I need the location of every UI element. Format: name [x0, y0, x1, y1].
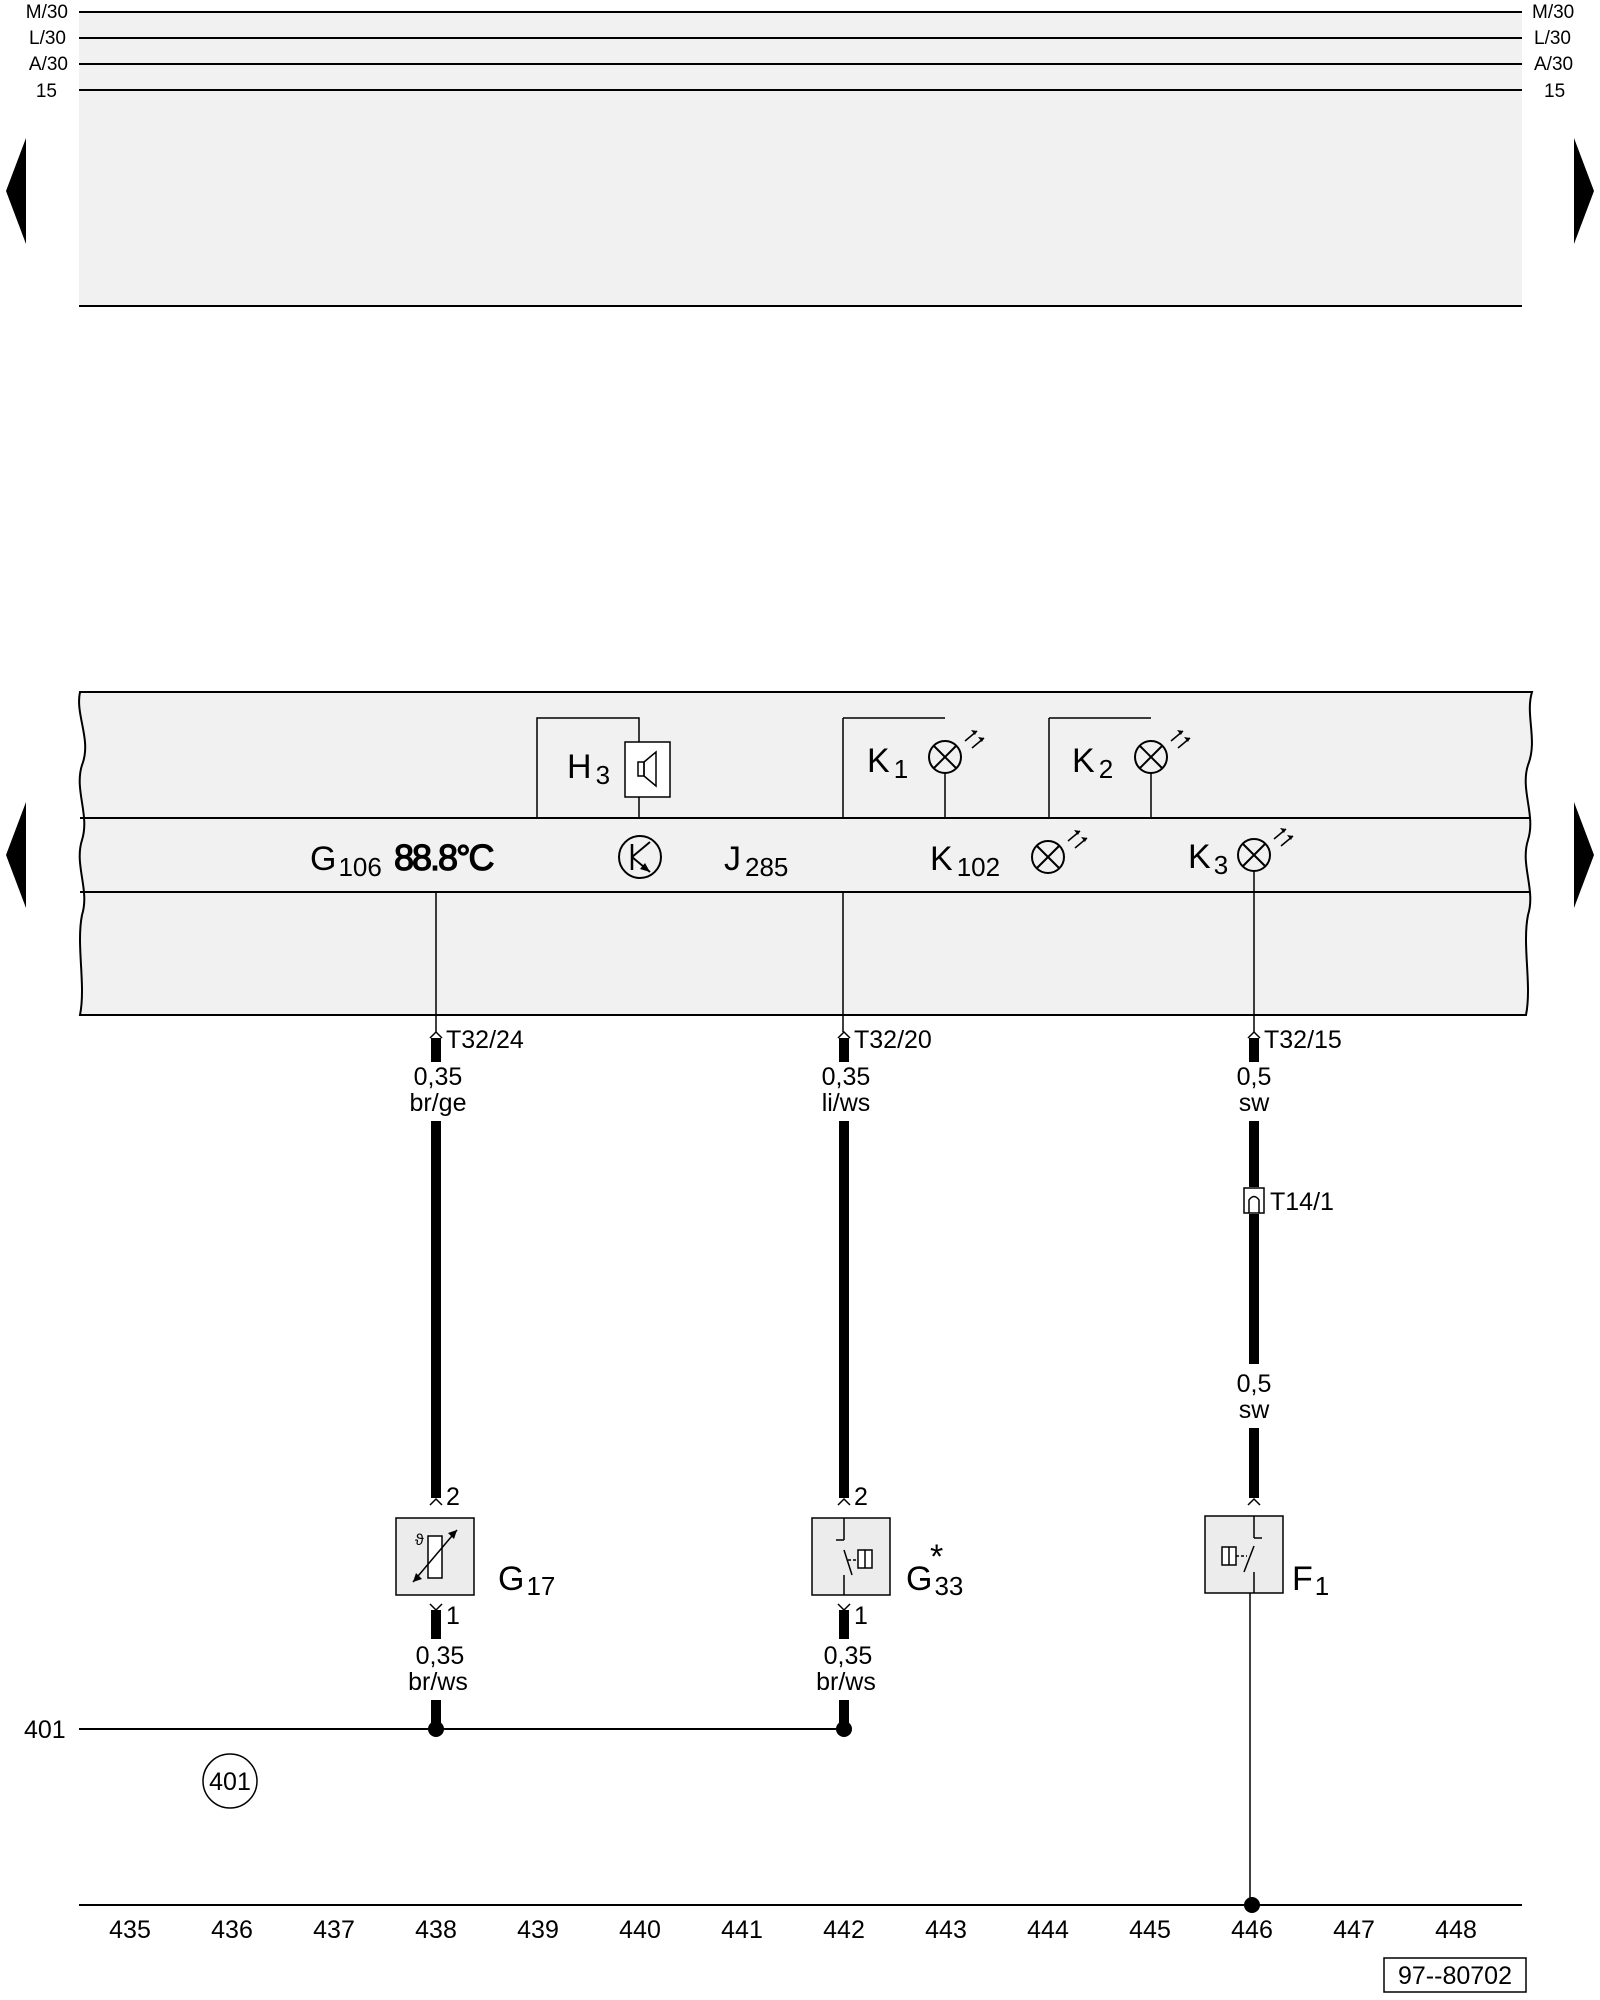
wire-color-442: li/ws [822, 1089, 871, 1117]
column-number: 437 [313, 1916, 355, 1944]
h3-box [624, 741, 671, 798]
figure-id: 97--80702 [1398, 1962, 1512, 1990]
wire-color-438-lower: br/ws [408, 1668, 468, 1696]
wire-438: T32/24 0,35 br/ge 2 [410, 1026, 524, 1511]
wire-size-442: 0,35 [822, 1063, 871, 1091]
wire-442: T32/20 0,35 li/ws 2 [822, 1026, 932, 1511]
page-prev-arrow-mid[interactable] [6, 802, 26, 908]
ground-point-circle [202, 1753, 258, 1809]
connector-icon [1243, 1187, 1265, 1214]
g33-label: G33 [906, 1560, 963, 1601]
column-number: 441 [721, 1916, 763, 1944]
g33-pin-2: 2 [854, 1483, 868, 1511]
level-switch-icon [836, 1518, 873, 1595]
terminal-label-t32-15: T32/15 [1264, 1026, 1342, 1054]
terminal-label-t32-24: T32/24 [446, 1026, 524, 1054]
terminal-label-t32-20: T32/20 [854, 1026, 932, 1054]
lamp-icon [1134, 730, 1191, 774]
rail-label-right-a30: A/30 [1534, 54, 1573, 75]
column-number: 444 [1027, 1916, 1069, 1944]
figure-id-box [1383, 1957, 1527, 1993]
column-number: 445 [1129, 1916, 1171, 1944]
column-number: 439 [517, 1916, 559, 1944]
rail-label-left-m30: M/30 [26, 2, 68, 23]
pressure-switch-icon [1221, 1516, 1262, 1593]
g33-asterisk: * [930, 1538, 943, 1576]
wire-size-442-lower: 0,35 [824, 1642, 873, 1670]
g106-label: G106 [310, 840, 382, 882]
wire-color-438: br/ge [410, 1089, 467, 1117]
cluster-panel [78, 691, 1534, 1016]
wire-442-lower: 1 0,35 br/ws [816, 1602, 876, 1728]
lamp-icon [1031, 830, 1088, 874]
g33-box [811, 1517, 891, 1596]
f1-box [1204, 1515, 1284, 1594]
g17-pin-2: 2 [446, 1483, 460, 1511]
temperature-display: 88.8°C [394, 837, 493, 878]
rail-label-left-a30: A/30 [29, 54, 68, 75]
top-panel [79, 12, 1522, 306]
column-number: 448 [1435, 1916, 1477, 1944]
temperature-sensor-icon: ϑ [412, 1529, 458, 1583]
lamp-icon [928, 730, 985, 774]
column-number: 447 [1333, 1916, 1375, 1944]
g33-pin-1: 1 [854, 1602, 868, 1630]
connector-label-t14-1: T14/1 [1270, 1188, 1334, 1216]
wire-color-446-lower: sw [1239, 1396, 1271, 1424]
g17-label: G17 [498, 1560, 555, 1601]
g17-pin-1: 1 [446, 1602, 460, 1630]
buzzer-icon [637, 750, 657, 788]
wire-438-lower: 1 0,35 br/ws [408, 1602, 468, 1728]
wire-color-442-lower: br/ws [816, 1668, 876, 1696]
ground-point-label: 401 [209, 1768, 251, 1796]
column-number: 436 [211, 1916, 253, 1944]
svg-text:ϑ: ϑ [415, 1532, 424, 1549]
column-number: 446 [1231, 1916, 1273, 1944]
rail-label-right-l30: L/30 [1534, 28, 1571, 49]
rail-label-right-15: 15 [1544, 81, 1565, 102]
column-numbers: 435 436 437 438 439 440 441 442 443 444 … [109, 1916, 1477, 1944]
column-number: 438 [415, 1916, 457, 1944]
ground-line-label: 401 [24, 1716, 66, 1744]
wire-size-438-lower: 0,35 [416, 1642, 465, 1670]
wire-color-446: sw [1239, 1089, 1271, 1117]
wire-size-446: 0,5 [1237, 1063, 1272, 1091]
page-next-arrow-top[interactable] [1574, 138, 1594, 244]
column-number: 435 [109, 1916, 151, 1944]
column-number: 442 [823, 1916, 865, 1944]
rail-label-left-15: 15 [36, 81, 57, 102]
rail-label-right-m30: M/30 [1532, 2, 1574, 23]
wire-446: T32/15 0,5 sw T14/1 0,5 sw [1237, 1026, 1342, 1506]
column-number: 443 [925, 1916, 967, 1944]
wire-size-438: 0,35 [414, 1063, 463, 1091]
rail-label-left-l30: L/30 [29, 28, 66, 49]
page-next-arrow-mid[interactable] [1574, 802, 1594, 908]
transistor-icon [618, 835, 662, 879]
page-prev-arrow-top[interactable] [6, 138, 26, 244]
column-number: 440 [619, 1916, 661, 1944]
f1-label: F1 [1292, 1560, 1329, 1601]
wire-size-446-lower: 0,5 [1237, 1370, 1272, 1398]
